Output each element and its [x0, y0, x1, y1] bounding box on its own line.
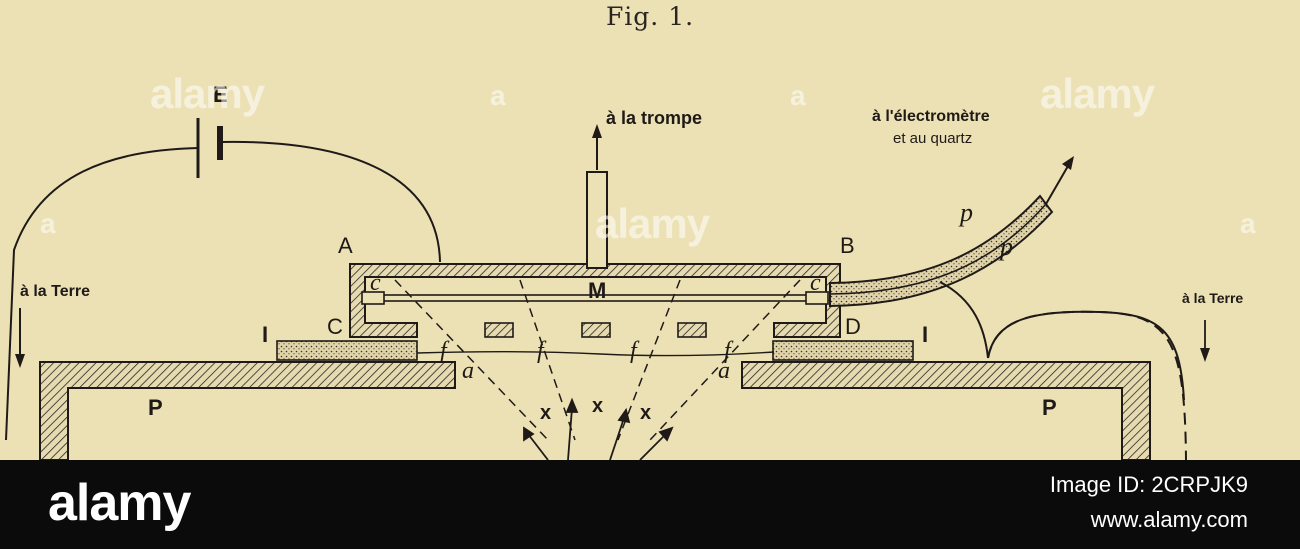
label-terre-left: à la Terre	[20, 283, 90, 300]
label-f4: f	[724, 338, 731, 364]
label-c-right: c	[810, 270, 821, 296]
label-f3: f	[630, 338, 637, 364]
figure-caption: Fig. 1.	[605, 2, 695, 31]
label-terre-right: à la Terre	[1182, 290, 1244, 306]
plate-left	[39, 361, 456, 460]
label-I-left: I	[262, 322, 269, 347]
label-x2: x	[592, 395, 604, 417]
label-I-right: I	[922, 322, 929, 347]
label-c-left: c	[370, 270, 381, 296]
label-D: D	[845, 314, 861, 339]
label-trompe: à la trompe	[606, 108, 703, 128]
label-a-left: a	[462, 358, 474, 384]
label-x1: x	[540, 402, 552, 424]
watermark-mark-1: a	[40, 208, 56, 239]
label-p2: p	[1000, 232, 1013, 261]
label-electrometre-line2: et au quartz	[893, 130, 973, 147]
alamy-logo: alamy	[48, 474, 191, 532]
label-x3: x	[640, 402, 652, 424]
electrometer-tube	[829, 194, 1054, 308]
figure: Fig. 1. E A B C D M I I P P c c f f f f …	[5, 2, 1256, 460]
label-M: M	[588, 278, 607, 303]
label-E: E	[213, 82, 228, 107]
pump-tube	[586, 171, 608, 269]
watermark-left: alamy	[150, 70, 265, 117]
plate-right	[741, 361, 1151, 460]
label-A: A	[338, 233, 353, 258]
watermark-mark-3: a	[790, 80, 806, 111]
label-P-left: P	[148, 395, 163, 420]
label-B: B	[840, 233, 855, 258]
label-P-right: P	[1042, 395, 1057, 420]
label-f1: f	[440, 338, 447, 364]
site-url: www.alamy.com	[1090, 507, 1248, 532]
insulator-right	[772, 340, 914, 361]
stock-footer: alamy Image ID: 2CRPJK9 www.alamy.com	[0, 460, 1300, 549]
watermark-mark-2: a	[490, 80, 506, 111]
watermark-right: alamy	[1040, 70, 1155, 117]
insulator-left	[276, 340, 418, 361]
label-f2: f	[537, 338, 544, 364]
chamber-frame	[349, 263, 841, 338]
label-p1: p	[960, 198, 973, 227]
image-id: Image ID: 2CRPJK9	[1049, 472, 1248, 497]
label-C: C	[327, 314, 343, 339]
watermark-mark-4: a	[1240, 208, 1256, 239]
label-a-right: a	[718, 358, 730, 384]
diagram-drawing	[5, 118, 1210, 460]
label-electrometre-line1: à l'électromètre	[872, 108, 990, 125]
watermark-center: alamy	[595, 200, 710, 247]
